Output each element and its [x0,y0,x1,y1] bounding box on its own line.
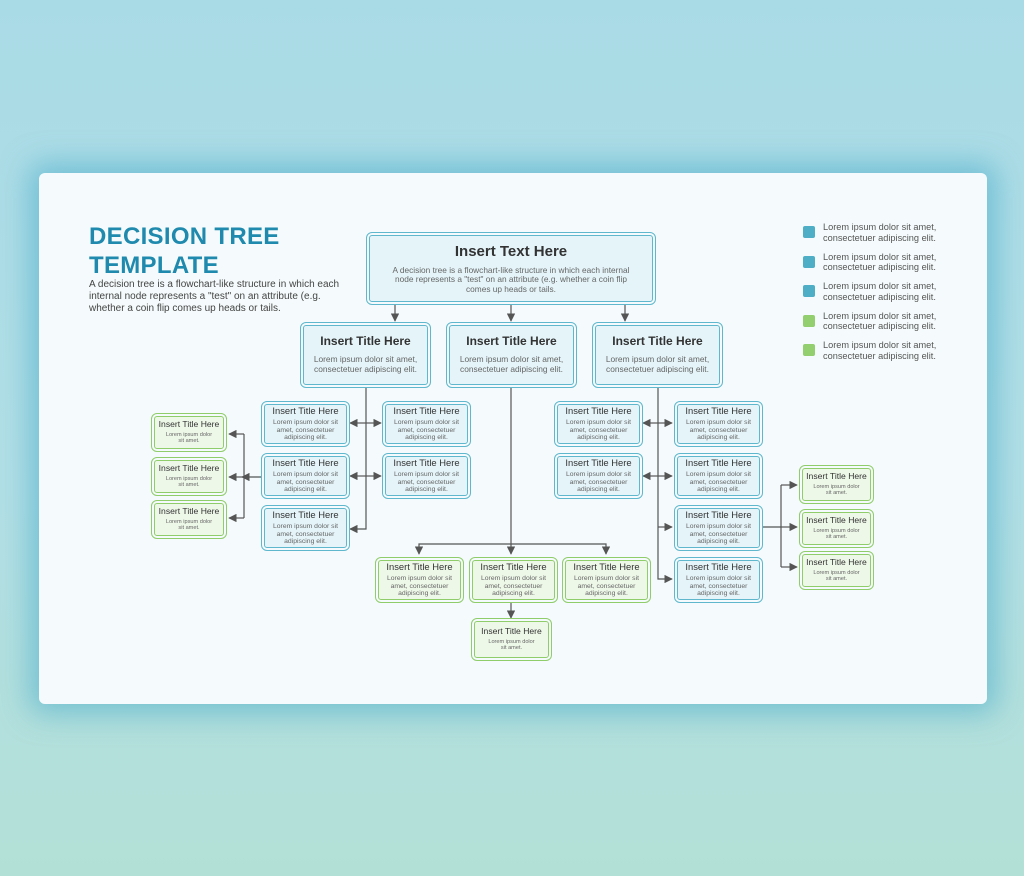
legend-item: Lorem ipsum dolor sit amet, consectetuer… [803,252,983,282]
legend-item: Lorem ipsum dolor sit amet, consectetuer… [803,222,983,252]
right-node-2: Insert Title Here Lorem ipsum dolor sit … [674,401,763,447]
node-body: Lorem ipsum dolor sit amet, consectetuer… [566,470,631,494]
node-title: Insert Title Here [158,419,220,430]
node-body: Lorem ipsum dolor sit amet, consectetuer… [273,418,338,442]
node-title: Insert Title Here [272,404,339,416]
right-leaf-2: Insert Title Here Lorem ipsum dolor sit … [799,509,874,548]
legend: Lorem ipsum dolor sit amet, consectetuer… [803,222,983,370]
slide: DECISION TREE TEMPLATE A decision tree i… [39,173,987,704]
node-body: Lorem ipsum dolor sit amet. [813,570,860,583]
node-body: A decision tree is a flowchart-like stru… [392,264,630,294]
node-title: Insert Title Here [480,560,547,572]
node-body: Lorem ipsum dolor sit amet, consectetuer… [313,354,418,374]
node-title: Insert Title Here [320,334,411,349]
node-body: Lorem ipsum dolor sit amet, consectetuer… [686,418,751,442]
left-leaf-3: Insert Title Here Lorem ipsum dolor sit … [151,500,227,539]
legend-swatch [803,285,815,297]
right-node-5: Insert Title Here Lorem ipsum dolor sit … [674,505,763,551]
legend-swatch [803,255,815,268]
legend-item: Lorem ipsum dolor sit amet, consectetuer… [803,340,983,370]
right-leaf-1: Insert Title Here Lorem ipsum dolor sit … [799,465,874,504]
right-node-3: Insert Title Here Lorem ipsum dolor sit … [554,453,643,499]
root-node: Insert Text Here A decision tree is a fl… [366,232,656,305]
node-body: Lorem ipsum dolor sit amet, consectetuer… [273,522,338,546]
node-body: Lorem ipsum dolor sit amet, consectetuer… [686,470,751,494]
node-body: Lorem ipsum dolor sit amet, consectetuer… [574,574,639,598]
node-body: Lorem ipsum dolor sit amet, consectetuer… [566,418,631,442]
node-title: Insert Title Here [393,404,460,416]
center-leaf-1: Insert Title Here Lorem ipsum dolor sit … [375,557,464,603]
node-body: Lorem ipsum dolor sit amet. [165,519,213,532]
node-body: Lorem ipsum dolor sit amet, consectetuer… [459,354,564,374]
right-node-4: Insert Title Here Lorem ipsum dolor sit … [674,453,763,499]
left-node-3: Insert Title Here Lorem ipsum dolor sit … [261,453,350,499]
legend-swatch [803,226,815,238]
left-node-4: Insert Title Here Lorem ipsum dolor sit … [382,453,471,499]
node-body: Lorem ipsum dolor sit amet, consectetuer… [387,574,452,598]
node-title: Insert Title Here [685,508,752,520]
node-title: Insert Title Here [466,334,557,349]
node-body: Lorem ipsum dolor sit amet. [813,484,860,497]
intro-text: A decision tree is a flowchart-like stru… [89,279,340,314]
node-body: Lorem ipsum dolor sit amet, consectetuer… [686,574,751,598]
node-title: Insert Title Here [685,456,752,468]
node-title: Insert Title Here [612,334,703,349]
connector-lines [228,305,798,619]
node-body: Lorem ipsum dolor sit amet. [813,528,860,541]
legend-swatch [803,344,815,356]
node-title: Insert Title Here [272,508,339,520]
node-body: Lorem ipsum dolor sit amet, consectetuer… [481,574,546,598]
node-title: Insert Title Here [806,515,867,526]
node-title: Insert Title Here [685,404,752,416]
center-leaf-2: Insert Title Here Lorem ipsum dolor sit … [469,557,558,603]
left-node-5: Insert Title Here Lorem ipsum dolor sit … [261,505,350,551]
legend-swatch [803,314,815,327]
page-title: DECISION TREE TEMPLATE [89,223,280,279]
node-title: Insert Title Here [158,463,220,474]
legend-text: Lorem ipsum dolor sit amet, consectetuer… [823,281,937,302]
node-title: Insert Text Here [454,242,568,260]
node-title: Insert Title Here [481,626,542,637]
node-title: Insert Title Here [158,506,220,517]
right-node-1: Insert Title Here Lorem ipsum dolor sit … [554,401,643,447]
mid-node-center: Insert Title Here Lorem ipsum dolor sit … [446,322,577,388]
node-title: Insert Title Here [573,560,640,572]
legend-text: Lorem ipsum dolor sit amet, consectetuer… [823,222,937,243]
center-leaf-4: Insert Title Here Lorem ipsum dolor sit … [471,618,552,661]
node-title: Insert Title Here [806,557,867,568]
node-title: Insert Title Here [806,471,867,482]
node-body: Lorem ipsum dolor sit amet, consectetuer… [686,522,751,546]
right-node-6: Insert Title Here Lorem ipsum dolor sit … [674,557,763,603]
left-node-2: Insert Title Here Lorem ipsum dolor sit … [382,401,471,447]
node-body: Lorem ipsum dolor sit amet. [488,639,535,652]
node-title: Insert Title Here [565,404,632,416]
legend-text: Lorem ipsum dolor sit amet, consectetuer… [823,310,937,332]
legend-text: Lorem ipsum dolor sit amet, consectetuer… [823,251,937,273]
legend-item: Lorem ipsum dolor sit amet, consectetuer… [803,311,983,341]
legend-item: Lorem ipsum dolor sit amet, consectetuer… [803,281,983,311]
node-body: Lorem ipsum dolor sit amet, consectetuer… [273,470,338,494]
left-node-1: Insert Title Here Lorem ipsum dolor sit … [261,401,350,447]
node-body: Lorem ipsum dolor sit amet, consectetuer… [394,470,459,494]
node-body: Lorem ipsum dolor sit amet, consectetuer… [394,418,459,442]
legend-text: Lorem ipsum dolor sit amet, consectetuer… [823,340,937,361]
node-title: Insert Title Here [272,456,339,468]
center-leaf-3: Insert Title Here Lorem ipsum dolor sit … [562,557,651,603]
node-title: Insert Title Here [565,456,632,468]
mid-node-left: Insert Title Here Lorem ipsum dolor sit … [300,322,431,388]
node-body: Lorem ipsum dolor sit amet. [165,476,213,489]
right-leaf-3: Insert Title Here Lorem ipsum dolor sit … [799,551,874,590]
node-body: Lorem ipsum dolor sit amet. [165,432,213,445]
node-body: Lorem ipsum dolor sit amet, consectetuer… [605,354,710,374]
left-leaf-2: Insert Title Here Lorem ipsum dolor sit … [151,457,227,496]
left-leaf-1: Insert Title Here Lorem ipsum dolor sit … [151,413,227,452]
node-title: Insert Title Here [685,560,752,572]
node-title: Insert Title Here [393,456,460,468]
mid-node-right: Insert Title Here Lorem ipsum dolor sit … [592,322,723,388]
node-title: Insert Title Here [386,560,453,572]
